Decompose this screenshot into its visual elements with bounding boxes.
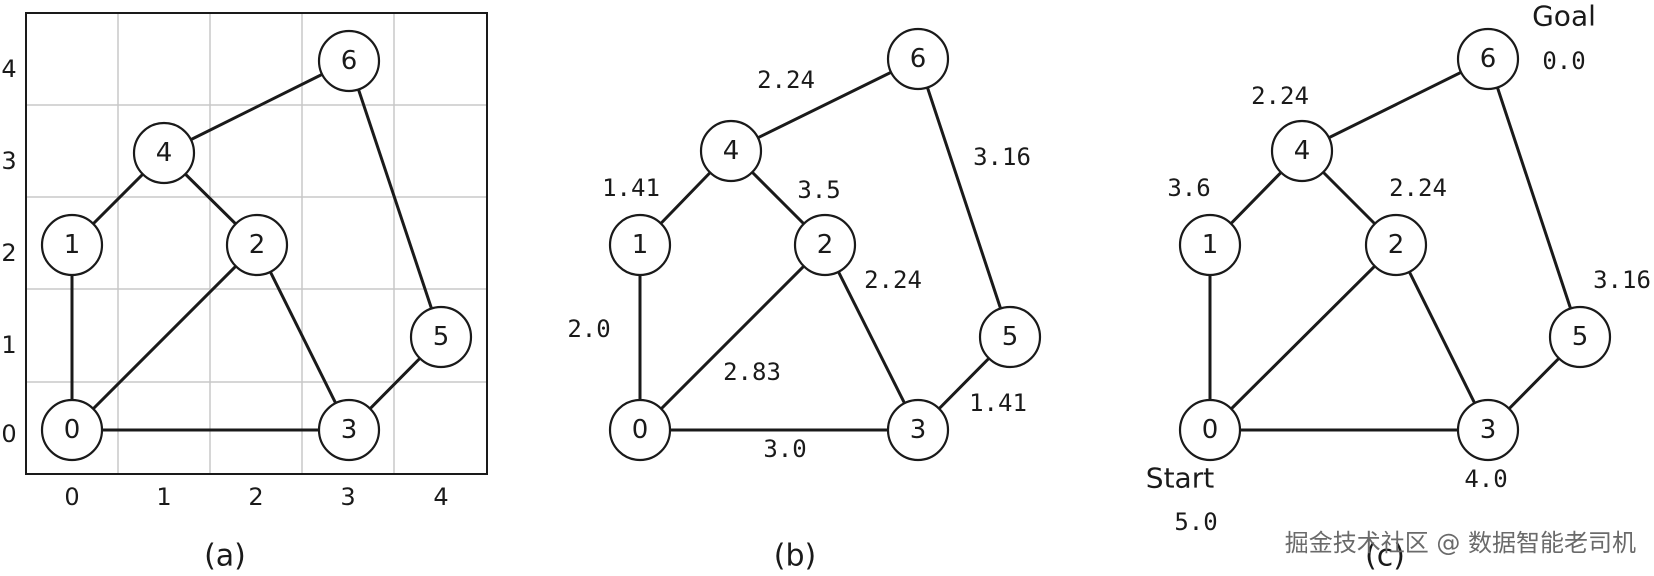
edge-6-5: [1486, 58, 1582, 338]
svg-text:5: 5: [1002, 322, 1019, 352]
heuristic-node-0: 5.0: [1174, 508, 1217, 536]
svg-text:0: 0: [632, 415, 649, 445]
svg-text:4: 4: [156, 138, 173, 168]
y-tick-0: 0: [1, 420, 16, 448]
node-1: 1: [40, 213, 104, 277]
edge-2-3: [823, 244, 920, 431]
svg-text:4: 4: [1294, 136, 1311, 166]
panel-a-grid: [25, 12, 488, 475]
edge-0-2: [1208, 243, 1398, 432]
heuristic-node-3: 4.0: [1464, 465, 1507, 493]
heuristic-node-6: 0.0: [1542, 47, 1585, 75]
x-tick-1: 1: [156, 483, 171, 511]
node-4: 4: [1270, 119, 1334, 183]
svg-text:6: 6: [341, 46, 358, 76]
edge-2-3: [1394, 244, 1490, 431]
svg-text:1: 1: [64, 230, 81, 260]
x-tick-2: 2: [248, 483, 263, 511]
node-2: 2: [1364, 213, 1428, 277]
svg-text:1: 1: [632, 230, 649, 260]
edge-4-6: [163, 59, 350, 155]
node-6: 6: [317, 29, 381, 93]
watermark: 掘金技术社区 @ 数据智能老司机: [1285, 529, 1636, 557]
svg-text:3: 3: [1480, 415, 1497, 445]
edge-2-3: [255, 244, 351, 431]
svg-text:1: 1: [1202, 230, 1219, 260]
svg-text:5: 5: [1572, 322, 1589, 352]
panel-a-nodes: 0 1 2 3 4 5 6: [40, 29, 473, 462]
weight-edge-4-2: 3.5: [797, 176, 840, 204]
goal-label: Goal: [1532, 0, 1596, 33]
start-label: Start: [1146, 462, 1214, 495]
weight-edge-6-5: 3.16: [973, 143, 1031, 171]
panel-c-caption: (c): [1365, 539, 1405, 574]
panel-b-caption: (b): [774, 539, 816, 574]
x-tick-4: 4: [433, 483, 448, 511]
node-1: 1: [1178, 213, 1242, 277]
svg-text:3: 3: [910, 415, 927, 445]
edge-4-6: [1301, 57, 1489, 153]
weight-edge-2-3: 2.24: [864, 266, 922, 294]
svg-text:0: 0: [64, 415, 81, 445]
heuristic-node-1: 3.6: [1167, 174, 1210, 202]
y-tick-4: 4: [1, 55, 16, 83]
panel-a-caption: (a): [204, 539, 246, 574]
weight-edge-0-3: 3.0: [763, 435, 806, 463]
node-3: 3: [886, 398, 950, 462]
svg-text:4: 4: [723, 136, 740, 166]
x-tick-3: 3: [340, 483, 355, 511]
panel-c-heuristics: Goal 0.0 2.24 3.6 2.24 3.16 4.0 Start 5.…: [1146, 0, 1651, 536]
node-6: 6: [886, 27, 950, 91]
svg-text:0: 0: [1202, 415, 1219, 445]
node-6: 6: [1456, 27, 1520, 91]
panel-b-edge-weights: 2.0 1.41 2.24 3.5 2.83 3.0 2.24 1.41 3.1…: [567, 66, 1031, 463]
node-5: 5: [978, 305, 1042, 369]
node-1: 1: [608, 213, 672, 277]
panel-a-frame: [25, 12, 488, 475]
node-0: 0: [1178, 398, 1242, 462]
node-2: 2: [793, 213, 857, 277]
edge-4-6: [730, 57, 919, 153]
panel-c-nodes: 0 1 2 3 4 5 6: [1178, 27, 1612, 462]
node-0: 0: [40, 398, 104, 462]
svg-text:3: 3: [341, 415, 358, 445]
x-tick-0: 0: [64, 483, 79, 511]
weight-edge-3-5: 1.41: [969, 389, 1027, 417]
svg-text:2: 2: [249, 230, 266, 260]
heuristic-node-4: 2.24: [1251, 82, 1309, 110]
y-tick-3: 3: [1, 147, 16, 175]
svg-text:6: 6: [1480, 44, 1497, 74]
svg-text:5: 5: [433, 322, 450, 352]
y-tick-2: 2: [1, 239, 16, 267]
node-5: 5: [1548, 305, 1612, 369]
svg-text:6: 6: [910, 44, 927, 74]
weight-edge-4-6: 2.24: [757, 66, 815, 94]
edge-6-5: [347, 60, 443, 338]
edge-6-5: [916, 58, 1012, 338]
y-tick-1: 1: [1, 331, 16, 359]
weight-edge-0-1: 2.0: [567, 315, 610, 343]
weight-edge-1-4: 1.41: [602, 174, 660, 202]
node-5: 5: [409, 305, 473, 369]
node-3: 3: [317, 398, 381, 462]
node-4: 4: [132, 121, 196, 185]
node-3: 3: [1456, 398, 1520, 462]
node-2: 2: [225, 213, 289, 277]
svg-text:2: 2: [817, 230, 834, 260]
panel-b-nodes: 0 1 2 3 4 5 6: [608, 27, 1042, 462]
node-0: 0: [608, 398, 672, 462]
heuristic-node-5: 3.16: [1593, 266, 1651, 294]
heuristic-node-2: 2.24: [1389, 174, 1447, 202]
panel-a-x-ticks: 0 1 2 3 4: [64, 483, 448, 511]
weight-edge-0-2: 2.83: [723, 358, 781, 386]
edge-0-2: [70, 243, 259, 432]
svg-text:2: 2: [1388, 230, 1405, 260]
edge-0-2: [638, 243, 827, 432]
panel-a-y-ticks: 0 1 2 3 4: [1, 55, 16, 448]
node-4: 4: [699, 119, 763, 183]
